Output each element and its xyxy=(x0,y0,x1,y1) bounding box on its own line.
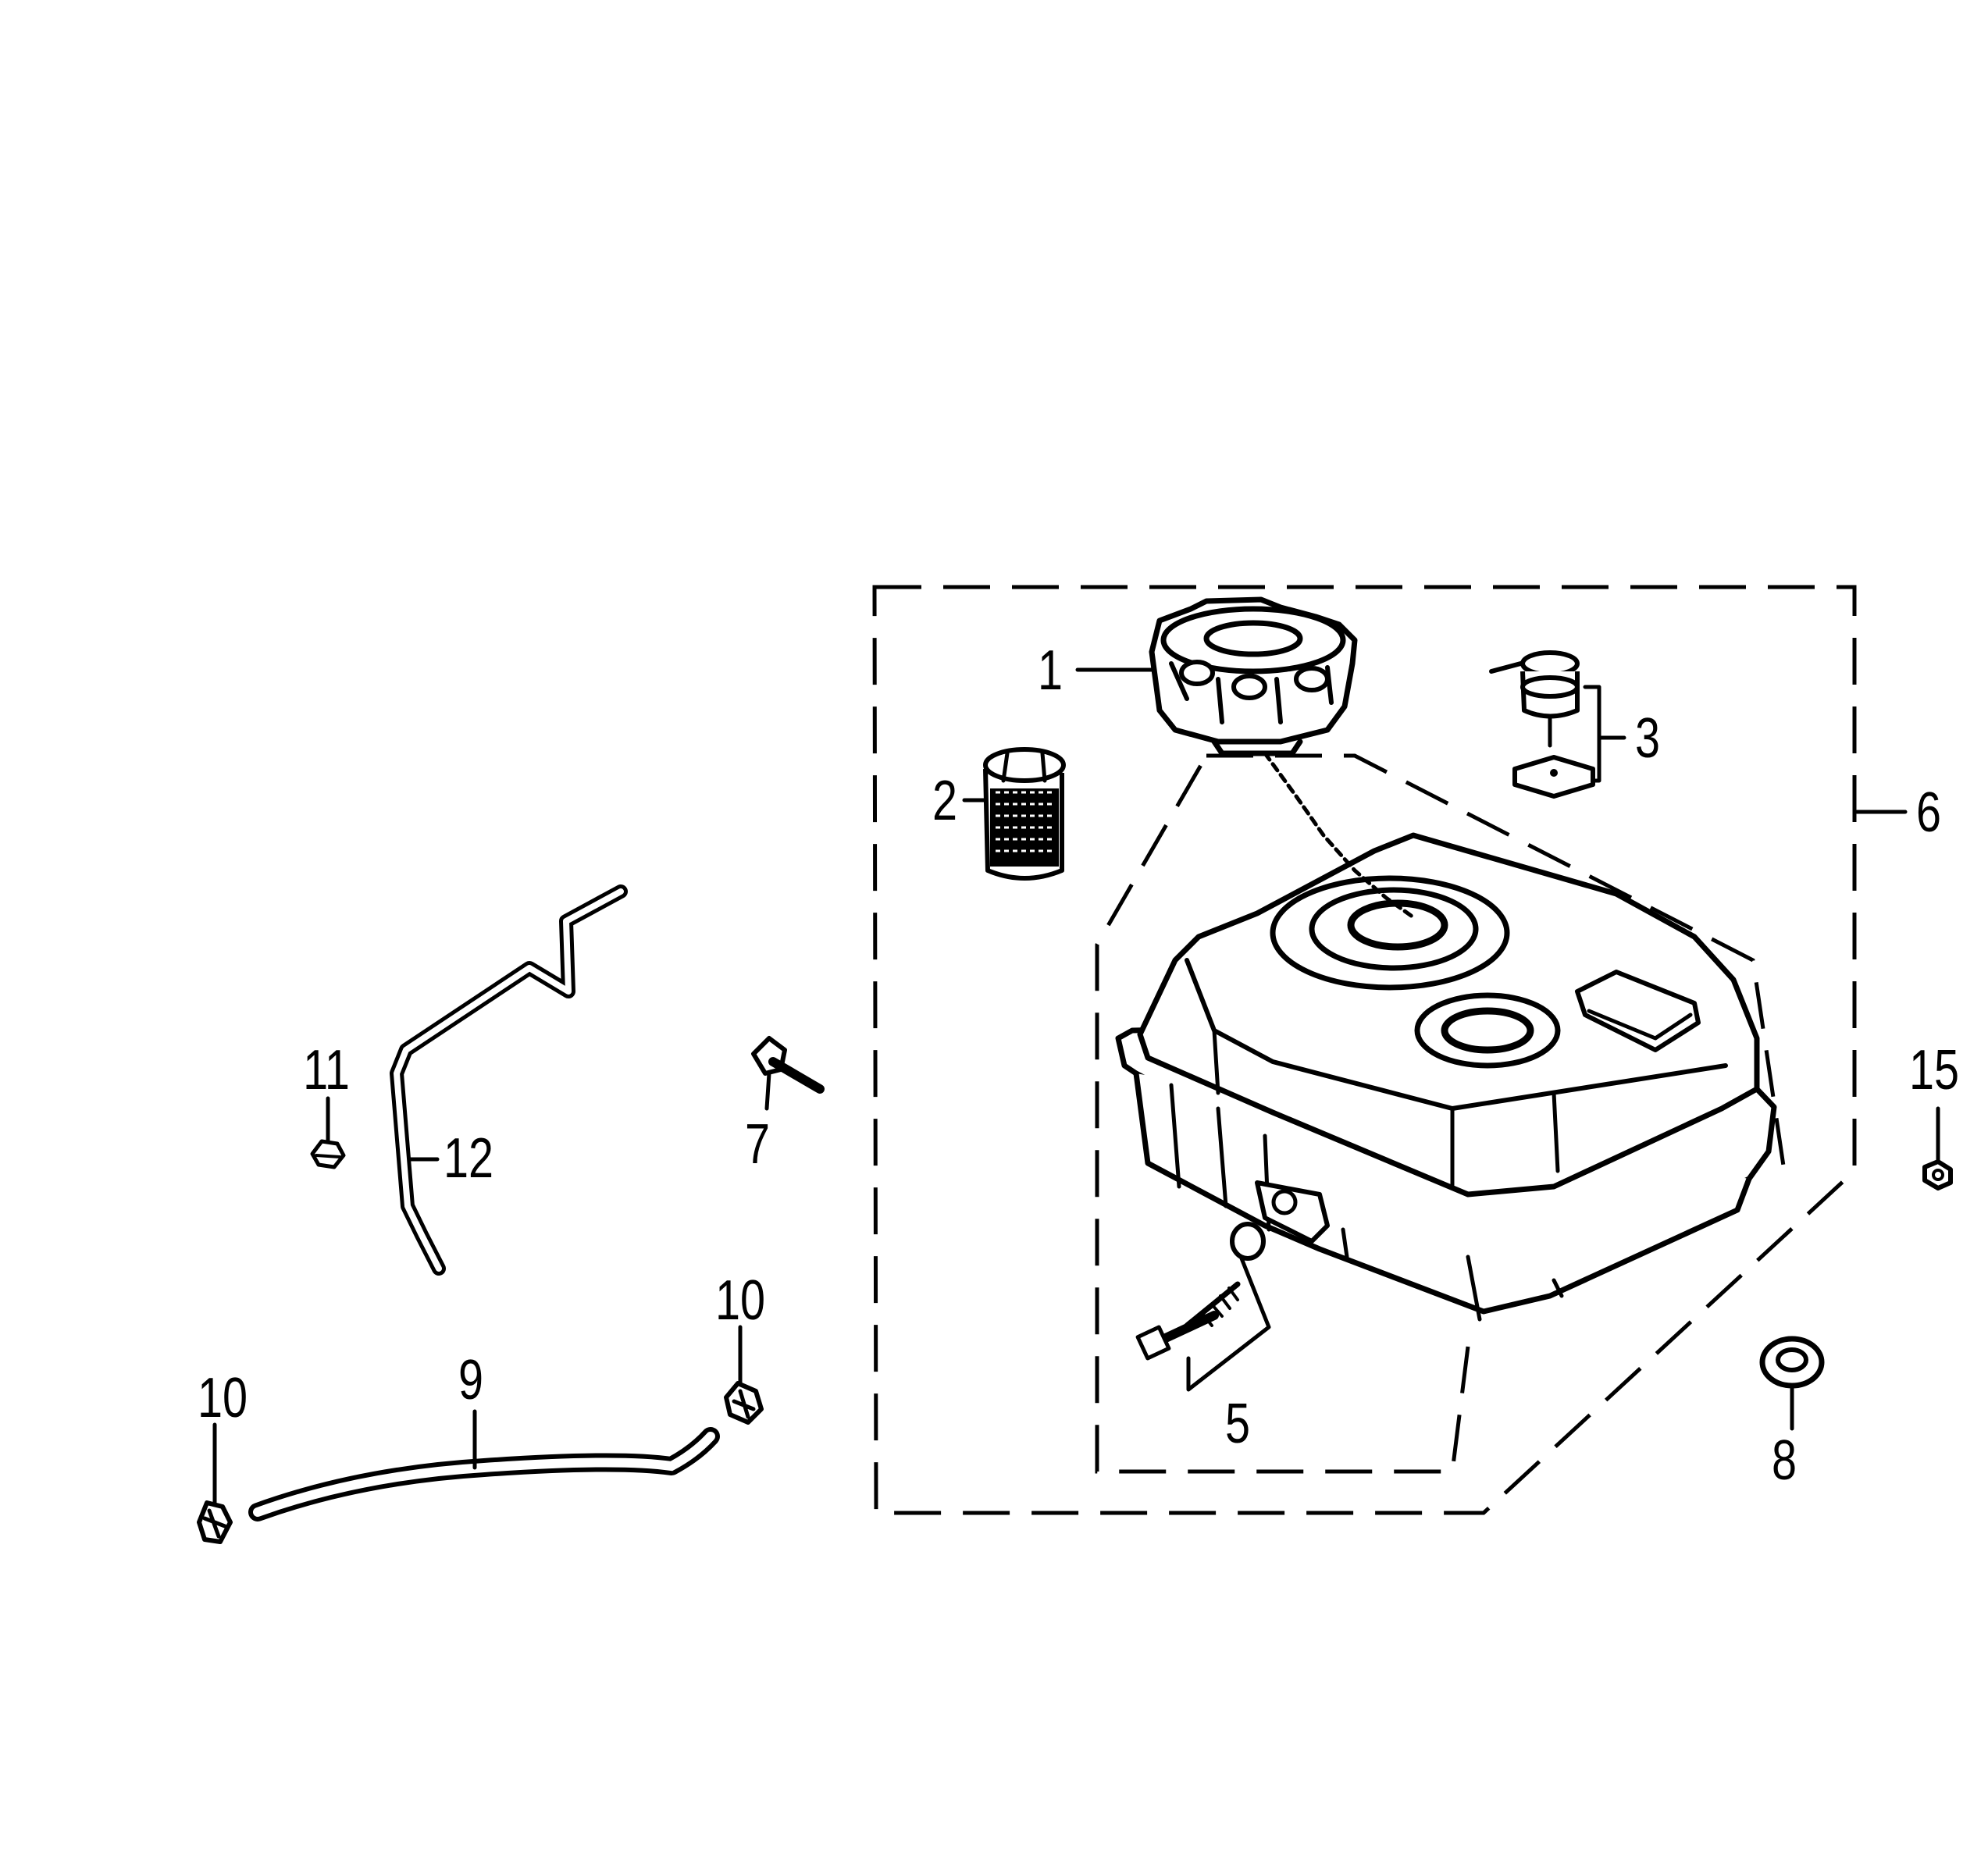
leader-3 xyxy=(1583,685,1626,783)
hose-clip-left xyxy=(197,1500,233,1544)
callout-12: 12 xyxy=(444,1126,493,1190)
callout-2: 2 xyxy=(932,769,957,832)
leader-lines xyxy=(212,667,1940,1505)
callout-3: 3 xyxy=(1635,706,1660,770)
callout-11: 11 xyxy=(303,1038,350,1101)
callout-6: 6 xyxy=(1916,781,1941,844)
callout-5: 5 xyxy=(1225,1392,1250,1455)
fuel-tank xyxy=(1115,832,1777,1322)
drain-bolt xyxy=(1135,1222,1266,1361)
clip-11 xyxy=(310,1139,346,1169)
callout-8: 8 xyxy=(1772,1429,1797,1492)
leader-5 xyxy=(1186,1256,1271,1392)
bolt-7 xyxy=(751,1036,825,1094)
callout-15: 15 xyxy=(1909,1038,1959,1101)
fuel-gauge xyxy=(1489,650,1595,799)
callout-10-left: 10 xyxy=(198,1366,248,1429)
washer-8 xyxy=(1759,1336,1825,1389)
fuel-cap xyxy=(1149,596,1416,920)
assembly-6-boundary xyxy=(872,585,1857,1515)
callout-10-right: 10 xyxy=(715,1269,765,1332)
callout-9: 9 xyxy=(458,1348,483,1411)
leader-7 xyxy=(764,1071,771,1111)
breather-tube xyxy=(390,884,628,1276)
hose-clip-right xyxy=(724,1381,764,1425)
callout-7: 7 xyxy=(745,1112,770,1176)
fuel-strainer xyxy=(983,747,1066,881)
nut-15 xyxy=(1922,1159,1953,1190)
fuel-hose xyxy=(248,1427,720,1521)
callout-1: 1 xyxy=(1038,639,1063,702)
callout-labels: 1 2 3 5 6 7 8 9 10 10 11 12 15 xyxy=(198,639,1959,1492)
